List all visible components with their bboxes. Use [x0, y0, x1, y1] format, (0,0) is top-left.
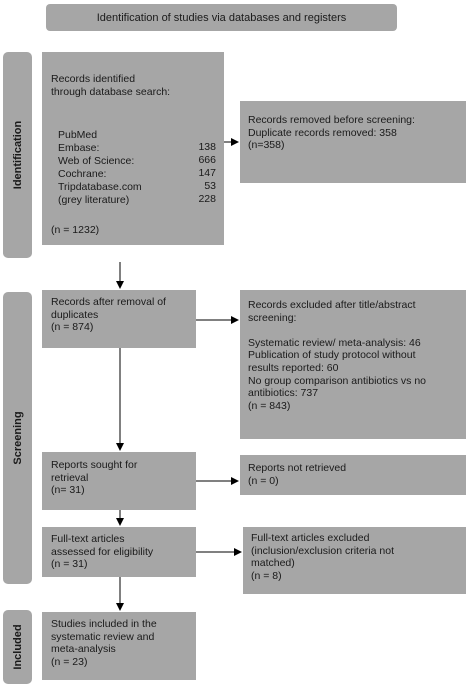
records-identified-total: (n = 1232) — [51, 224, 100, 236]
source-name: Embase: — [58, 141, 100, 154]
records-removed-box: Records removed before screening: Duplic… — [240, 101, 466, 183]
fulltext-assessed-box: Full-text articles assessed for eligibil… — [42, 527, 196, 577]
records-after-dedup-text: Records after removal of duplicates (n =… — [51, 296, 166, 334]
records-identified-text: Records identified through database sear… — [51, 73, 171, 98]
records-removed-text: Records removed before screening: Duplic… — [248, 114, 415, 152]
source-name: Tripdatabase.com — [58, 180, 142, 193]
reports-sought-text: Reports sought for retrieval (n= 31) — [51, 459, 138, 497]
source-name: Web of Science: — [58, 154, 135, 167]
records-identified-box: Records identified through database sear… — [42, 52, 224, 245]
diagram-header: Identification of studies via databases … — [46, 4, 397, 31]
studies-included-text: Studies included in the systematic revie… — [51, 618, 157, 668]
phase-screening: Screening — [3, 292, 32, 584]
source-name: Cochrane: — [58, 167, 107, 180]
source-row-cochrane: Cochrane: 53 — [58, 155, 216, 193]
source-count: 138 — [198, 141, 216, 154]
reports-not-retrieved-box: Reports not retrieved (n = 0) — [240, 455, 466, 495]
source-row-pubmed: PubMed 138 — [58, 116, 216, 154]
source-count: 147 — [198, 167, 216, 180]
source-row-embase: Embase: 666 — [58, 129, 216, 167]
fulltext-assessed-text: Full-text articles assessed for eligibil… — [51, 533, 154, 571]
source-count: 53 — [204, 180, 216, 193]
source-row-trip: Tripdatabase.com 228 — [58, 168, 216, 206]
records-excluded-box: Records excluded after title/abstract sc… — [240, 290, 466, 439]
fulltext-excluded-text: Full-text articles excluded (inclusion/e… — [251, 532, 394, 582]
phase-identification: Identification — [3, 52, 32, 258]
records-excluded-text: Records excluded after title/abstract sc… — [248, 299, 427, 412]
studies-included-box: Studies included in the systematic revie… — [42, 612, 196, 680]
source-row-grey: (grey literature) — [58, 181, 216, 219]
phase-included: Included — [3, 610, 32, 684]
reports-sought-box: Reports sought for retrieval (n= 31) — [42, 452, 196, 510]
fulltext-excluded-box: Full-text articles excluded (inclusion/e… — [243, 527, 466, 594]
source-count: 228 — [198, 193, 216, 206]
source-row-wos: Web of Science: 147 — [58, 142, 216, 180]
source-name: (grey literature) — [58, 193, 130, 206]
records-after-dedup-box: Records after removal of duplicates (n =… — [42, 290, 196, 348]
reports-not-retrieved-text: Reports not retrieved (n = 0) — [248, 462, 347, 487]
source-name: PubMed — [58, 128, 98, 141]
source-list: PubMed 138 Embase: 666 Web of Science: 1… — [58, 116, 216, 206]
source-count: 666 — [198, 154, 216, 167]
